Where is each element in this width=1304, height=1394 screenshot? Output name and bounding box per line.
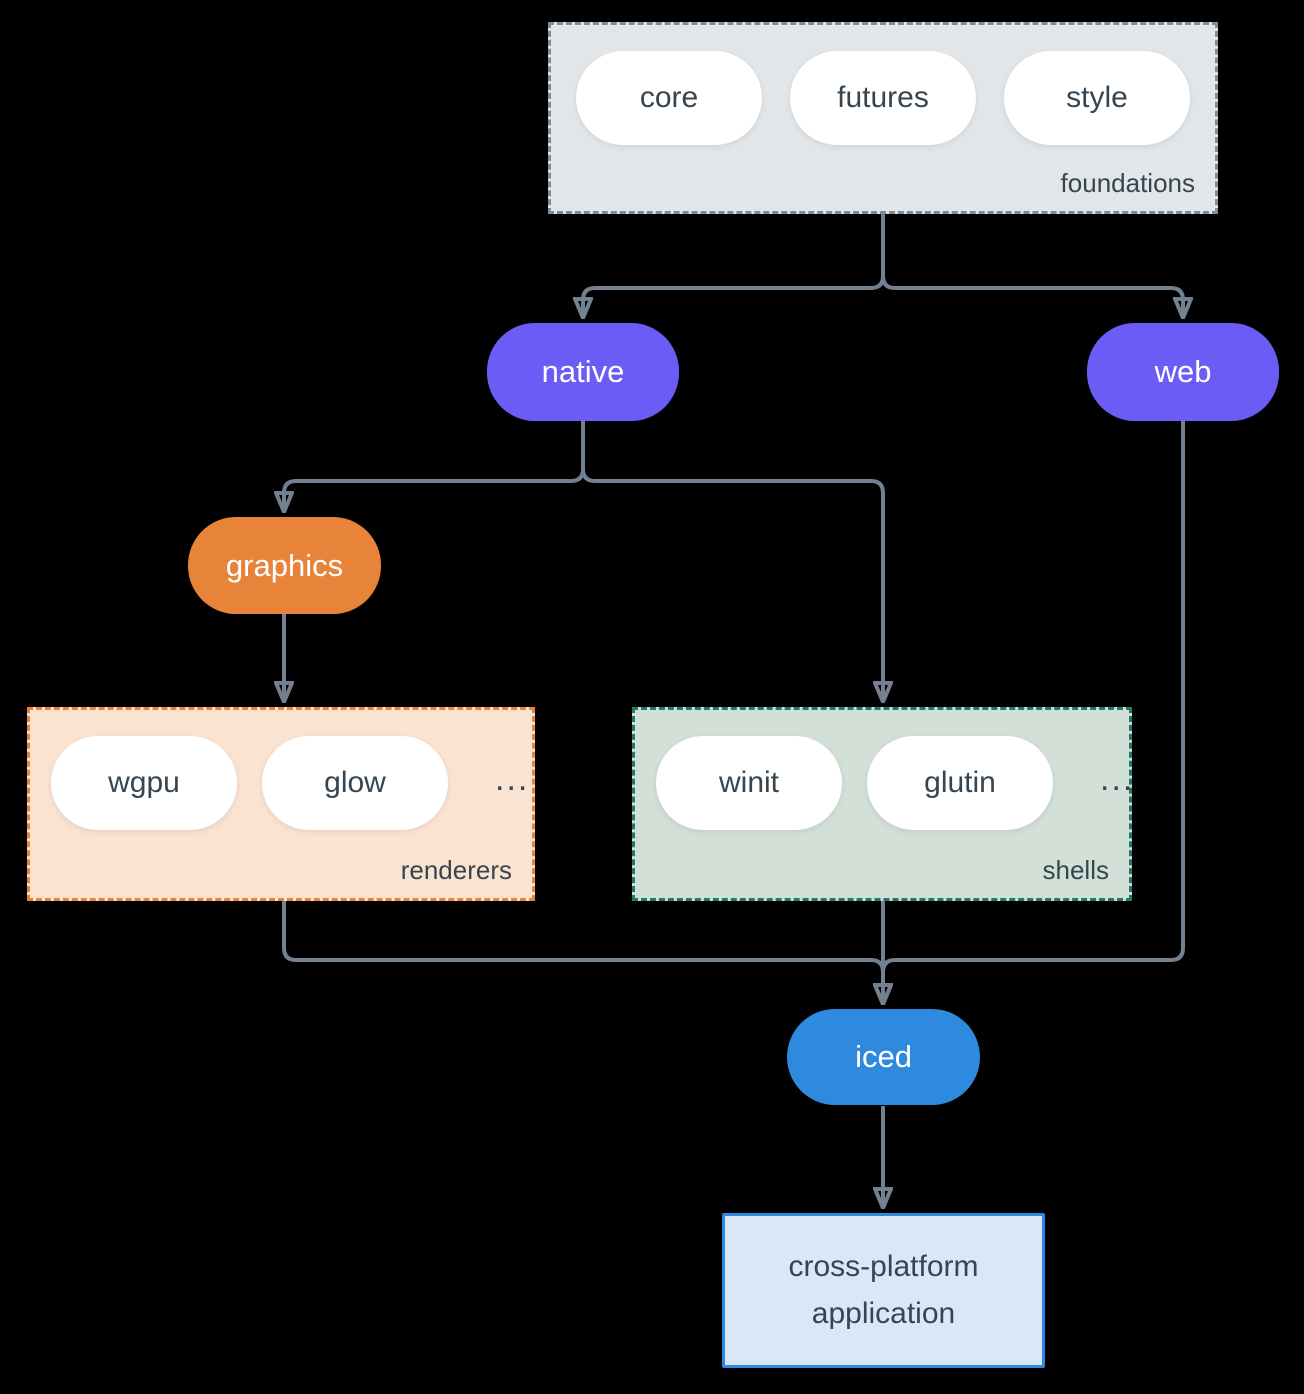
futures-node: futures — [790, 51, 976, 145]
glow-node: glow — [262, 736, 448, 830]
graphics-node: graphics — [188, 517, 381, 614]
glutin-node: glutin — [867, 736, 1053, 830]
edge-renderers-iced — [282, 901, 883, 1003]
iced-node: iced — [787, 1009, 980, 1105]
edge-foundations-web — [881, 214, 1183, 317]
renderers-ellipsis: ... — [495, 759, 530, 798]
shells-pill-row: winit glutin ... — [635, 736, 1150, 830]
wgpu-node: wgpu — [51, 736, 237, 830]
core-node: core — [576, 51, 762, 145]
foundations-label: foundations — [1060, 168, 1195, 198]
winit-node: winit — [656, 736, 842, 830]
native-node: native — [487, 323, 679, 421]
foundations-pill-row: core futures style — [551, 51, 1215, 145]
style-node: style — [1004, 51, 1190, 145]
edge-native-shells — [581, 421, 883, 701]
edge-native-graphics — [284, 421, 585, 511]
web-node: web — [1087, 323, 1279, 421]
shells-label: shells — [1042, 855, 1109, 885]
foundations-group: core futures style foundations — [548, 22, 1218, 214]
edge-web-iced — [883, 421, 1185, 1003]
edge-foundations-native — [583, 214, 885, 317]
shells-ellipsis: ... — [1100, 759, 1135, 798]
renderers-label: renderers — [400, 855, 512, 885]
application-node: cross-platform application — [722, 1213, 1045, 1368]
renderers-pill-row: wgpu glow ... — [30, 736, 553, 830]
renderers-group: wgpu glow ... renderers — [27, 707, 535, 901]
shells-group: winit glutin ... shells — [632, 707, 1132, 901]
